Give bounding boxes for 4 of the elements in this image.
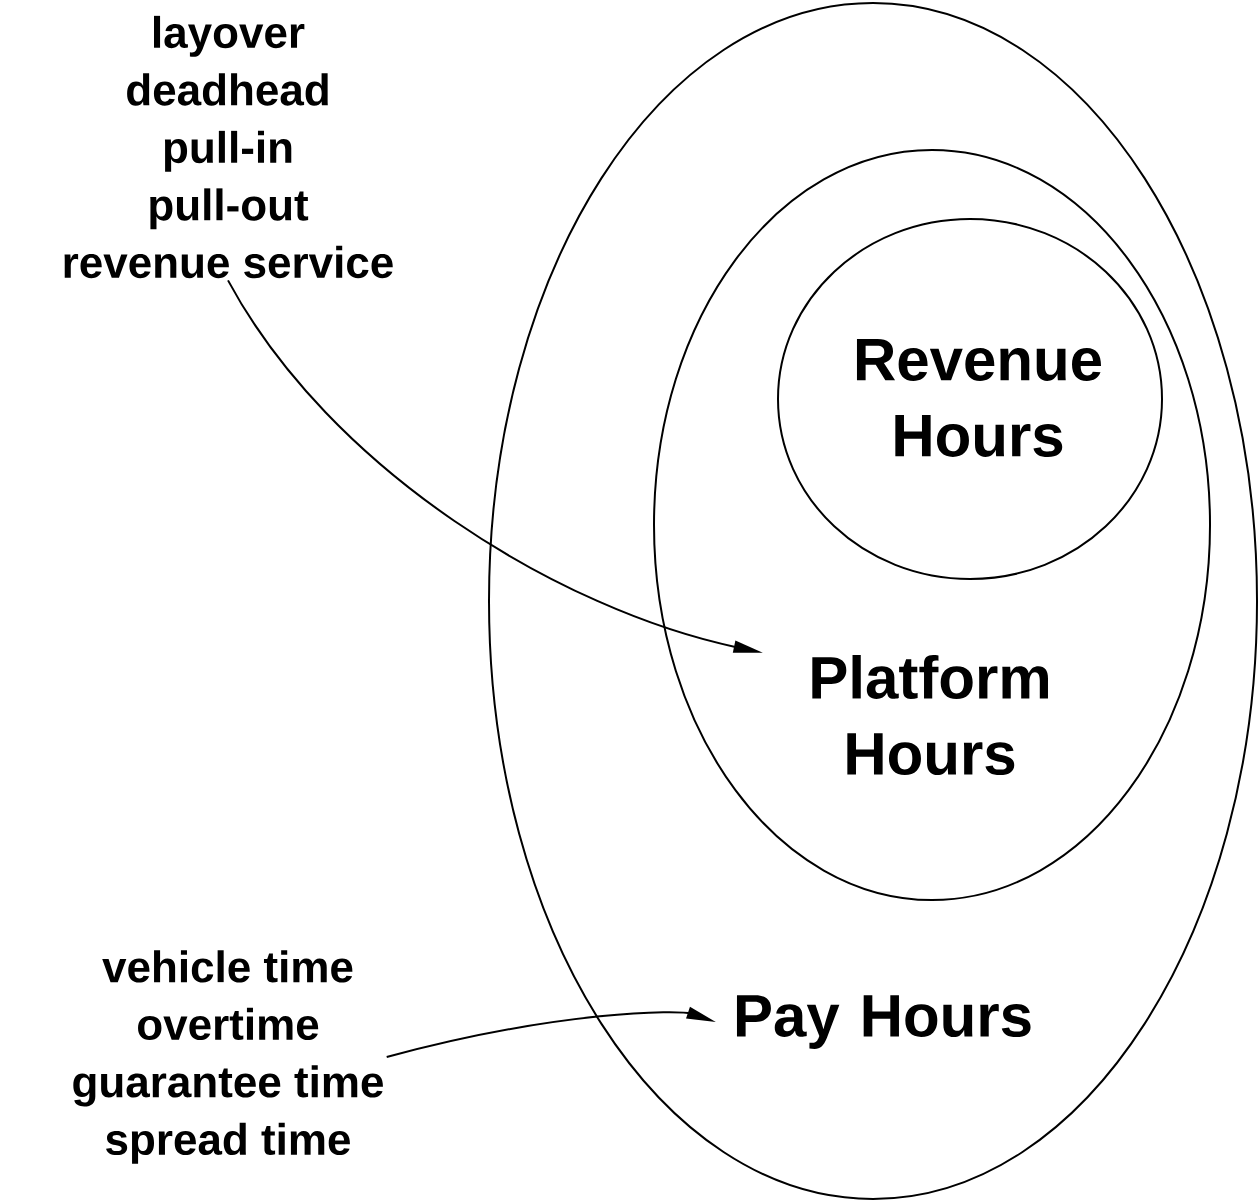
arrow (227, 279, 763, 653)
term-list: vehicle time overtime guarantee time spread time (73, 950, 383, 1164)
arrow (385, 1006, 716, 1058)
term-list: layover deadhead pull-in pull-out revenue service (64, 15, 393, 279)
